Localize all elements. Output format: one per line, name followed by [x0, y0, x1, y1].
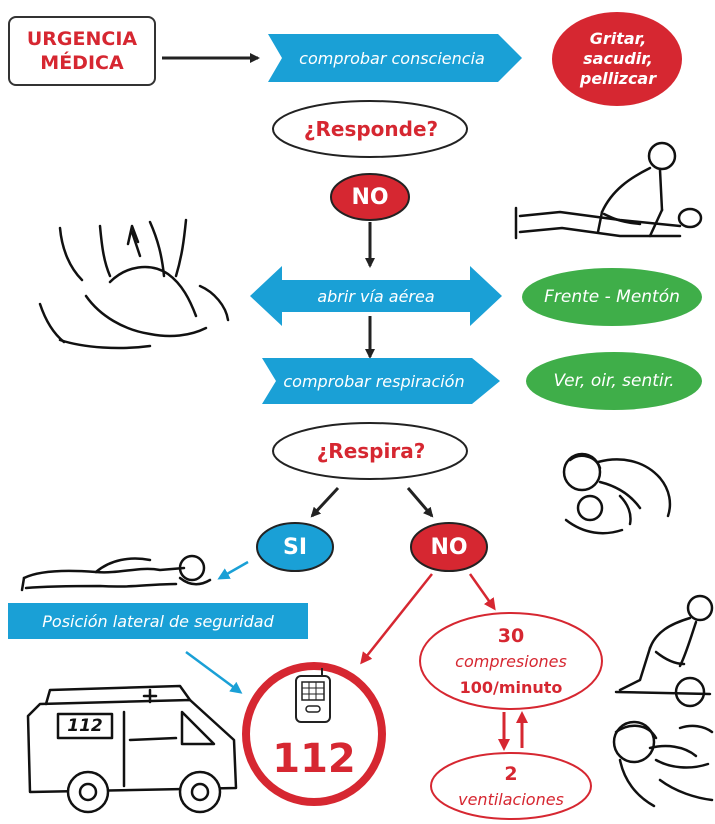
recovery-position-label: Posición lateral de seguridad	[42, 611, 274, 631]
check-breathing-shape	[262, 358, 500, 404]
stimulus-label: Gritar, sacudir, pellizcar	[558, 18, 678, 100]
ventilations-label: 2 ventilaciones	[438, 758, 584, 816]
arrow-to-yes	[310, 486, 340, 518]
recovery-position-shape	[8, 603, 308, 639]
arrow-no-to-112	[360, 573, 433, 665]
airway-technique-shape	[522, 268, 702, 326]
arrow-yes-to-recovery	[217, 560, 249, 580]
breathes-question-label: ¿Respira?	[316, 439, 426, 463]
arrow-recovery-to-112	[185, 650, 243, 694]
ventilations-shape	[430, 752, 592, 820]
ventilations-text: ventilaciones	[458, 790, 564, 809]
yes-shape	[256, 522, 334, 572]
stimulus-line2: sacudir,	[583, 49, 653, 68]
compressions-shape	[419, 612, 603, 710]
open-airway-label: abrir vía aérea	[317, 286, 435, 306]
breathes-shape	[272, 422, 468, 480]
compressions-text: compresiones	[455, 652, 567, 671]
cpr-compressions-illustration	[614, 594, 714, 708]
yes-label: SI	[282, 534, 308, 560]
breath-check-illustration	[562, 452, 672, 535]
recovery-position-illustration	[20, 554, 212, 592]
head-tilt-illustration	[38, 218, 230, 350]
emergency-number-label: 112	[272, 736, 356, 782]
ventilations-count: 2	[504, 763, 518, 785]
compressions-label: 30 compresiones 100/minuto	[428, 620, 594, 704]
stimulus-shape	[552, 12, 682, 106]
check-consciousness-label: comprobar consciencia	[299, 48, 485, 68]
compressions-count: 30	[497, 625, 525, 647]
arrow-no-to-compressions	[468, 573, 496, 611]
check-consciousness-shape	[268, 34, 522, 82]
start-label-line1: URGENCIA	[26, 28, 138, 50]
compressions-rate: 100/minuto	[459, 678, 563, 697]
responds-shape	[272, 100, 468, 158]
ambulance-illustration	[26, 684, 238, 814]
no-1-shape	[330, 173, 410, 221]
breathing-method-shape	[526, 352, 702, 410]
stimulus-line1: Gritar,	[589, 29, 647, 48]
start-box: URGENCIA MÉDICA	[8, 16, 156, 86]
no-1-label: NO	[351, 184, 389, 210]
breathing-method-label: Ver, oir, sentir.	[553, 371, 675, 391]
responds-question-label: ¿Responde?	[303, 117, 439, 141]
no-2-label: NO	[430, 534, 468, 560]
emergency-call-shape	[242, 662, 386, 806]
check-breathing-label: comprobar respiración	[283, 371, 465, 391]
no-2-shape	[410, 522, 488, 572]
cpr-ventilation-illustration	[612, 720, 714, 808]
open-airway-shape	[250, 266, 502, 326]
arrow-to-no	[406, 487, 434, 518]
stimulus-line3: pellizcar	[579, 69, 657, 88]
start-label-line2: MÉDICA	[40, 52, 124, 74]
airway-technique-label: Frente - Mentón	[544, 287, 680, 307]
rescuer-check-illustration	[514, 141, 703, 240]
phone-icon	[295, 668, 331, 723]
ambulance-plate-label: 112	[67, 716, 103, 736]
